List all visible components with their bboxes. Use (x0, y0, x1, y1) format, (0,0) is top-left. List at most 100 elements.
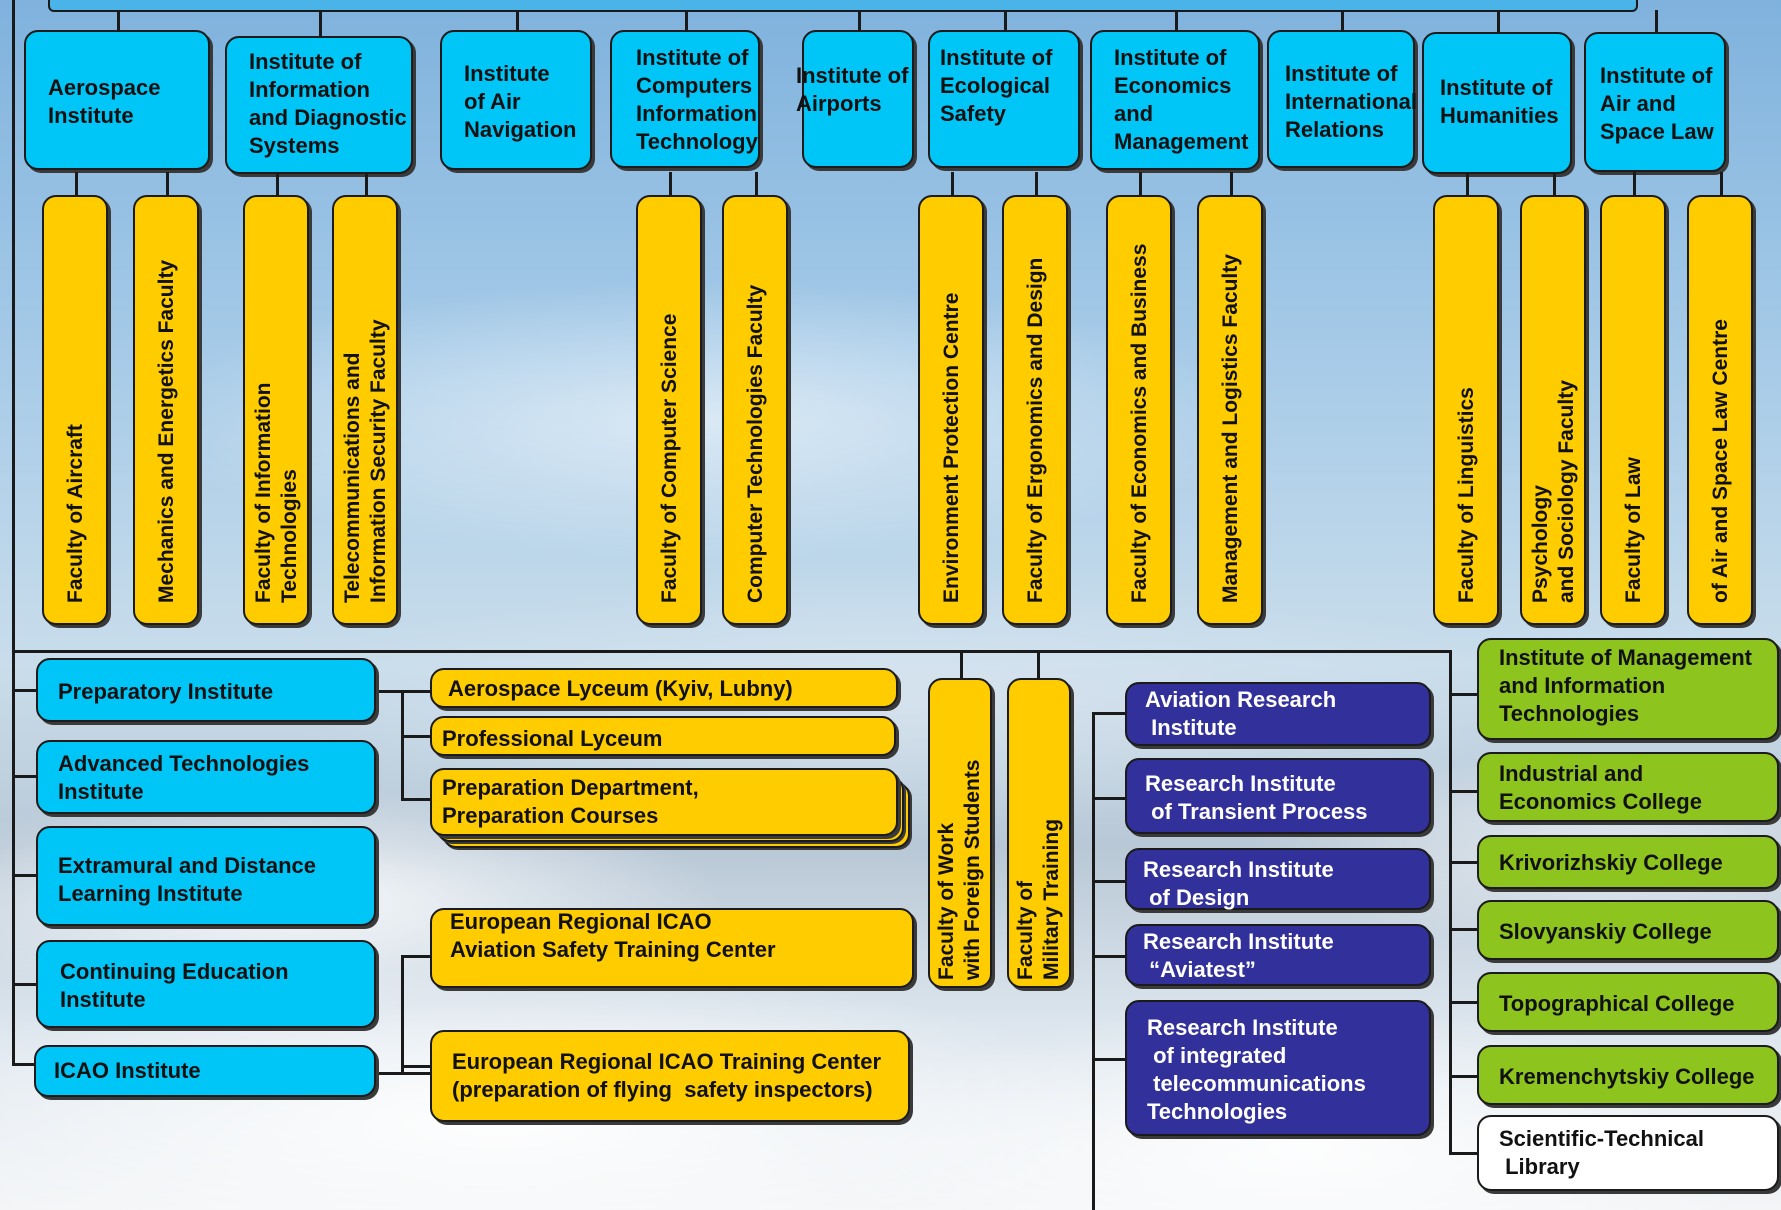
faculty-label: Faculty of Ergonomics and Design (1024, 257, 1047, 603)
institute-connector (1655, 10, 1658, 32)
left-institute-box-label: Preparatory Institute (58, 679, 274, 704)
library-box-label: Scientific-Technical Library (1499, 1126, 1704, 1179)
preparatory-unit-box-label: Preparation Department, Preparation Cour… (442, 775, 699, 828)
faculty-connector (276, 172, 279, 196)
icao-center-box-label: European Regional ICAO Training Center (… (452, 1049, 882, 1102)
faculty-label: Faculty of Information Technologies (252, 382, 301, 604)
faculty-connector (1720, 172, 1723, 196)
institute-box-label: Institute of Air Navigation (464, 61, 577, 142)
icao-center-box-label: European Regional ICAO Aviation Safety T… (450, 909, 776, 962)
preparatory-unit-box: Professional Lyceum (430, 716, 896, 756)
college-box: Krivorizhskiy College (1477, 835, 1779, 889)
left-institute-box: Preparatory Institute (36, 658, 376, 722)
institute-box: Institute of Air Navigation (440, 30, 592, 170)
left-institute-box-label: Advanced Technologies Institute (58, 751, 310, 804)
special-faculty-label: Faculty of Work with Foreign Students (935, 759, 984, 981)
research-institute-box: Aviation Research Institute (1125, 682, 1431, 746)
college-box: Industrial and Economics College (1477, 752, 1779, 822)
faculty-label: of Air and Space Law Centre (1709, 319, 1732, 603)
faculty-box: Faculty of Ergonomics and Design (1002, 195, 1068, 625)
institute-box-label: Institute of Economics and Management (1114, 45, 1249, 154)
faculty-label: Faculty of Computer Science (658, 313, 681, 603)
college-box: Slovyanskiy College (1477, 900, 1779, 960)
faculty-connector (1466, 172, 1469, 196)
faculty-connector (1553, 172, 1556, 196)
institute-connector (858, 10, 861, 30)
left-institute-box: ICAO Institute (34, 1045, 376, 1097)
research-institute-box-label: Research Institute of Transient Process (1145, 771, 1368, 824)
faculty-box: Computer Technologies Faculty (722, 195, 788, 625)
research-institute-box-label: Research Institute of integrated telecom… (1147, 1015, 1366, 1124)
institute-box: Institute of Economics and Management (1090, 30, 1260, 170)
research-institute-box-label: Aviation Research Institute (1145, 687, 1337, 740)
faculty-label: Management and Logistics Faculty (1219, 254, 1242, 603)
faculty-connector (365, 172, 368, 196)
institute-box-label: Institute of Information and Diagnostic … (249, 49, 407, 158)
faculty-box: Management and Logistics Faculty (1197, 195, 1263, 625)
faculty-label: Faculty of Linguistics (1455, 387, 1478, 603)
faculty-box: Faculty of Aircraft (42, 195, 108, 625)
faculty-label: Environment Protection Centre (940, 292, 963, 603)
research-institute-box: Research Institute of Transient Process (1125, 758, 1431, 834)
college-box-label: Institute of Management and Information … (1499, 645, 1753, 726)
institute-connector (1497, 10, 1500, 32)
college-box: Institute of Management and Information … (1477, 638, 1779, 740)
institute-box: Institute of Airports (796, 30, 914, 168)
left-institute-box-label: Continuing Education Institute (60, 959, 289, 1012)
research-institute-box-label: Research Institute “Aviatest” (1143, 929, 1334, 982)
research-institute-box: Research Institute of integrated telecom… (1125, 1000, 1431, 1136)
college-box: Topographical College (1477, 972, 1779, 1032)
research-institute-box-label: Research Institute of Design (1143, 857, 1334, 910)
faculty-label: Telecommunications and Information Secur… (341, 319, 390, 603)
faculty-label: Computer Technologies Faculty (744, 284, 767, 603)
special-faculty-box: Faculty of Work with Foreign Students (928, 678, 992, 988)
institute-connector (117, 10, 120, 30)
institute-connector (685, 10, 688, 30)
institute-connector (1175, 10, 1178, 30)
faculty-connector (755, 172, 758, 196)
institute-box-label: Institute of Airports (796, 63, 909, 116)
institute-box: Institute of Computers Information Techn… (610, 30, 760, 168)
institute-box: Institute of Ecological Safety (928, 30, 1080, 168)
faculty-connector (669, 172, 672, 196)
faculty-label: Faculty of Economics and Business (1128, 243, 1151, 603)
research-institute-box: Research Institute “Aviatest” (1125, 924, 1431, 986)
institute-box-label: Institute of Ecological Safety (940, 45, 1053, 126)
faculty-label: Mechanics and Energetics Faculty (155, 259, 178, 603)
faculty-box: Faculty of Linguistics (1433, 195, 1499, 625)
faculty-connector (951, 172, 954, 196)
faculty-connector (1139, 172, 1142, 196)
institute-box-label: Institute of Humanities (1440, 75, 1559, 128)
institute-connector (1004, 10, 1007, 30)
left-institute-box-label: Extramural and Distance Learning Institu… (58, 853, 316, 906)
institute-box-label: Aerospace Institute (48, 75, 161, 128)
college-box-label: Topographical College (1499, 991, 1735, 1016)
left-institute-box-label: ICAO Institute (54, 1058, 201, 1083)
left-institute-box: Continuing Education Institute (36, 940, 376, 1028)
faculty-label: Psychology and Sociology Faculty (1529, 380, 1578, 603)
institute-connector (319, 10, 322, 36)
institute-box-label: Institute of Air and Space Law (1600, 63, 1714, 144)
preparatory-unit-box-label: Aerospace Lyceum (Kyiv, Lubny) (448, 676, 793, 701)
college-box-label: Slovyanskiy College (1499, 919, 1712, 944)
institute-connector (1341, 10, 1344, 30)
library-box: Scientific-Technical Library (1477, 1115, 1779, 1191)
faculty-connector (1035, 172, 1038, 196)
faculty-label: Faculty of Law (1622, 457, 1645, 603)
special-faculty-box: Faculty of Military Training (1007, 678, 1071, 988)
faculty-connector (75, 172, 78, 196)
faculty-box: Telecommunications and Information Secur… (332, 195, 398, 625)
preparatory-unit-box: Aerospace Lyceum (Kyiv, Lubny) (430, 668, 898, 708)
institute-box: Aerospace Institute (24, 30, 210, 170)
institute-box: Institute of International Relations (1267, 30, 1417, 168)
special-faculty-label: Faculty of Military Training (1014, 818, 1063, 980)
faculty-box: of Air and Space Law Centre (1687, 195, 1753, 625)
left-institute-box: Extramural and Distance Learning Institu… (36, 826, 376, 926)
faculty-connector (1633, 172, 1636, 196)
institute-box: Institute of Humanities (1422, 32, 1572, 174)
college-box-label: Krivorizhskiy College (1499, 850, 1723, 875)
faculty-box: Faculty of Information Technologies (243, 195, 309, 625)
faculty-connector (166, 172, 169, 196)
research-institute-box: Research Institute of Design (1125, 848, 1431, 910)
college-box-label: Industrial and Economics College (1499, 761, 1702, 814)
